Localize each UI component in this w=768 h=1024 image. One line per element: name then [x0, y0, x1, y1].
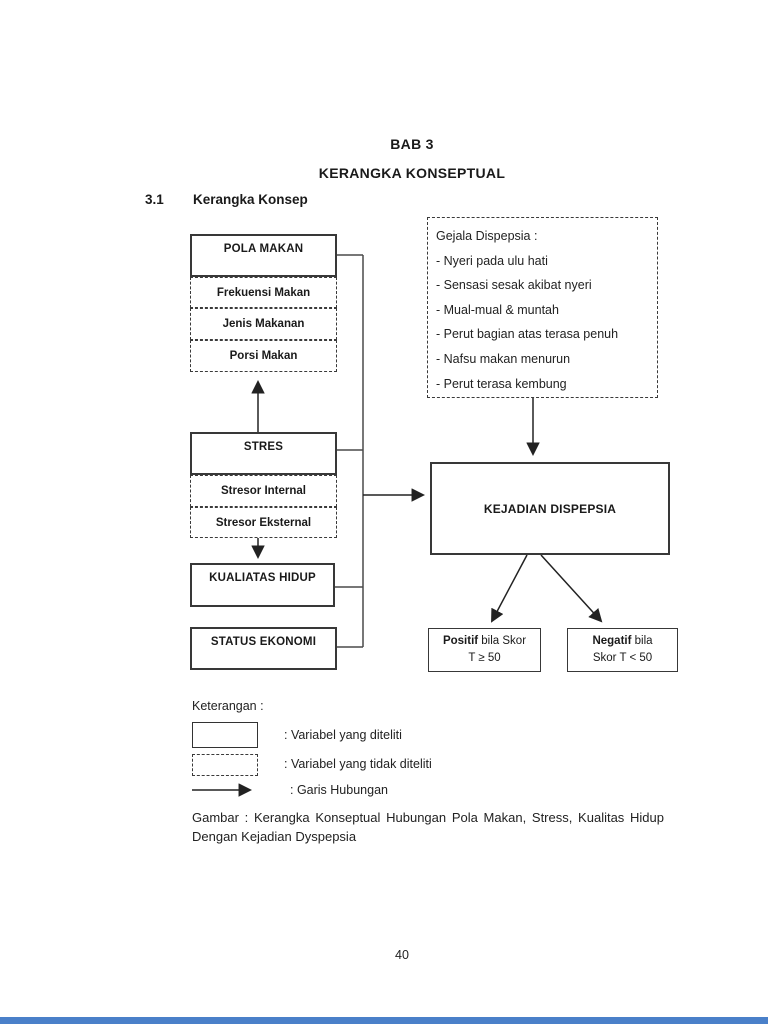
- positif-line1: Positif bila Skor: [442, 635, 527, 647]
- chapter-title: BAB 3: [390, 136, 434, 152]
- bottom-edge-bar: [0, 1017, 768, 1024]
- box-frekuensi-makan-label: Frekuensi Makan: [216, 286, 311, 299]
- box-stresor-eksternal: Stresor Eksternal: [190, 507, 337, 538]
- box-stresor-internal-label: Stresor Internal: [221, 485, 306, 497]
- box-stresor-internal: Stresor Internal: [190, 475, 337, 507]
- page-number: 40: [395, 948, 409, 962]
- positif-line2: T ≥ 50: [468, 652, 501, 664]
- gejala-item: - Nyeri pada ulu hati: [436, 253, 548, 268]
- arrow-kejadian-to-negatif: [540, 554, 603, 623]
- box-jenis-makanan-label: Jenis Makanan: [222, 318, 305, 330]
- box-frekuensi-makan: Frekuensi Makan: [190, 277, 337, 308]
- box-pola-makan-label: POLA MAKAN: [223, 243, 304, 255]
- box-jenis-makanan: Jenis Makanan: [190, 308, 337, 340]
- negatif-line2: Skor T < 50: [592, 652, 653, 664]
- gejala-item: - Perut bagian atas terasa penuh: [436, 327, 619, 342]
- box-status-ekonomi-label: STATUS EKONOMI: [210, 636, 317, 648]
- negatif-line1: Negatif bila: [592, 635, 653, 647]
- box-kualiatas-hidup: KUALIATAS HIDUP: [190, 563, 335, 607]
- arrow-kejadian-to-positif: [491, 554, 528, 623]
- figure-caption: Gambar : Kerangka Konseptual Hubungan Po…: [192, 810, 664, 844]
- legend-dashed-swatch: [192, 754, 258, 776]
- box-porsi-makan-label: Porsi Makan: [229, 350, 298, 362]
- gejala-item: - Sensasi sesak akibat nyeri: [436, 278, 592, 293]
- box-negatif: Negatif bila Skor T < 50: [567, 628, 678, 672]
- box-porsi-makan: Porsi Makan: [190, 340, 337, 372]
- gejala-item: - Nafsu makan menurun: [436, 351, 571, 366]
- box-stres-label: STRES: [243, 441, 284, 453]
- box-stresor-eksternal-label: Stresor Eksternal: [215, 516, 312, 529]
- box-kejadian-dispepsia: KEJADIAN DISPEPSIA: [430, 462, 670, 555]
- gejala-title: Gejala Dispepsia :: [436, 229, 538, 243]
- section-title: Kerangka Konsep: [193, 192, 308, 207]
- gejala-item: - Perut terasa kembung: [436, 376, 567, 391]
- page-title: KERANGKA KONSEPTUAL: [318, 165, 506, 181]
- legend-solid-label: : Variabel yang diteliti: [284, 728, 402, 742]
- box-gejala-dispepsia: Gejala Dispepsia : - Nyeri pada ulu hati…: [427, 217, 658, 398]
- legend-title: Keterangan :: [192, 699, 264, 713]
- box-kejadian-dispepsia-label: KEJADIAN DISPEPSIA: [483, 501, 617, 516]
- legend-solid-swatch: [192, 722, 258, 748]
- box-positif: Positif bila Skor T ≥ 50: [428, 628, 541, 672]
- gejala-item: - Mual-mual & muntah: [436, 302, 559, 317]
- box-pola-makan: POLA MAKAN: [190, 234, 337, 277]
- legend-arrow-label: : Garis Hubungan: [290, 783, 388, 797]
- legend-dashed-label: : Variabel yang tidak diteliti: [284, 757, 432, 771]
- box-kualiatas-hidup-label: KUALIATAS HIDUP: [209, 572, 316, 584]
- section-number: 3.1: [145, 192, 164, 207]
- box-status-ekonomi: STATUS EKONOMI: [190, 627, 337, 670]
- box-stres: STRES: [190, 432, 337, 475]
